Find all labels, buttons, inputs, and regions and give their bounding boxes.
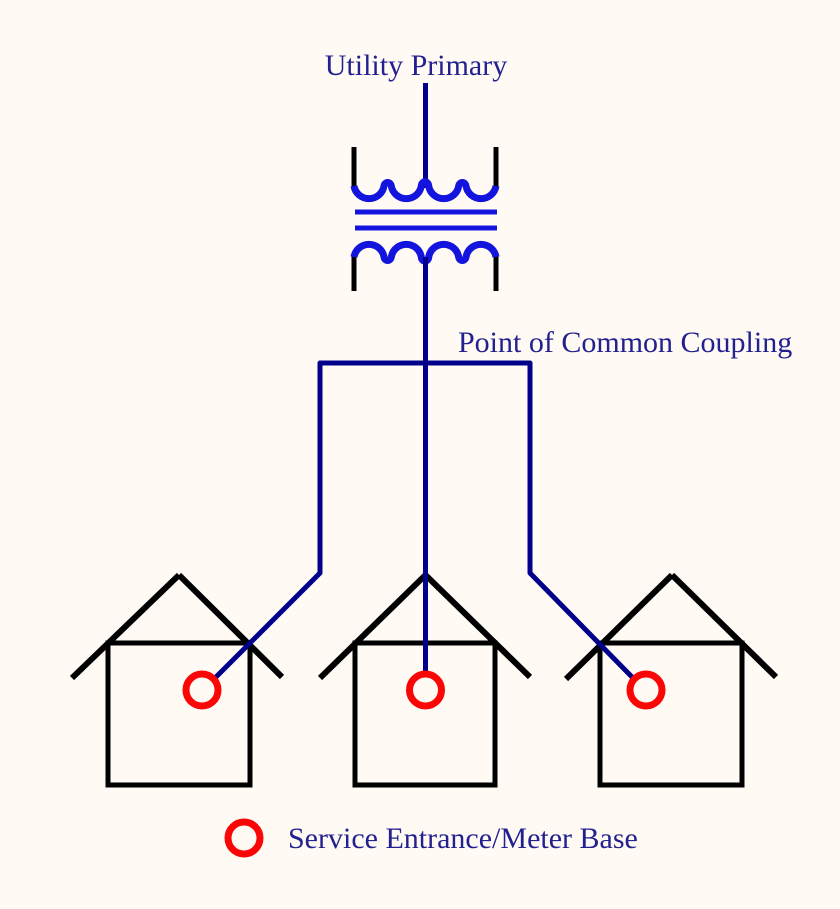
meter-circle-middle	[406, 670, 445, 710]
legend-meter-circle-icon	[224, 818, 264, 858]
pcc-label: Point of Common Coupling	[458, 326, 792, 359]
house-right	[563, 572, 779, 788]
house-right-body	[597, 640, 745, 788]
transformer-icon	[350, 83, 500, 291]
meter-circle-left	[182, 670, 222, 710]
house-left-body	[105, 640, 253, 788]
house-middle-roof-right-line	[423, 572, 533, 680]
transformer-primary-winding	[350, 178, 500, 203]
house-left-roof-left-line	[69, 572, 182, 681]
legend-label: Service Entrance/Meter Base	[288, 822, 638, 855]
house-right-roof-right-line	[669, 572, 779, 680]
utility-primary-label: Utility Primary	[325, 49, 508, 82]
legend: Service Entrance/Meter Base	[224, 818, 638, 858]
house-middle-roof-left-line	[317, 572, 428, 681]
house-right-roof-left-line	[563, 572, 675, 682]
service-drop-branch-lines	[214, 360, 634, 679]
meter-circle-right	[626, 670, 666, 710]
house-left-roof-right-line	[176, 572, 285, 680]
house-left	[69, 572, 285, 788]
